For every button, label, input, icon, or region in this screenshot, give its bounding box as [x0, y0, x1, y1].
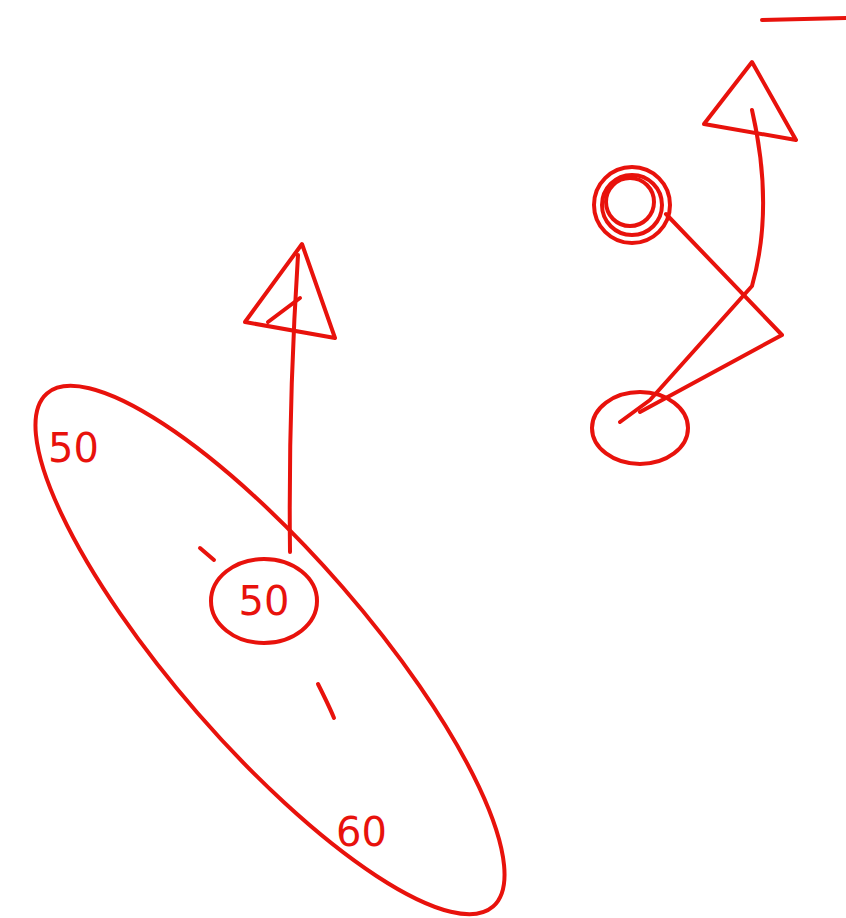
- enclosing-ellipse: 50 60 50: [0, 360, 540, 918]
- head-circle: [606, 178, 654, 226]
- tick-mark: [318, 684, 334, 718]
- base-circle: [592, 392, 688, 464]
- head-circle: [602, 175, 662, 235]
- outline: [0, 330, 566, 918]
- arrow-head-stroke: [268, 298, 300, 322]
- head-circle: [594, 167, 670, 243]
- arrow-head: [245, 244, 335, 338]
- tick-mark: [200, 548, 214, 560]
- top-stroke: [762, 18, 846, 20]
- figure-triangle: [704, 62, 796, 140]
- circled-value: 50: [208, 556, 320, 646]
- value-label: 50: [239, 581, 290, 621]
- value-label: 60: [336, 812, 387, 852]
- outline: [211, 559, 317, 643]
- figure-limb: [620, 110, 763, 422]
- value-label: 50: [48, 428, 99, 468]
